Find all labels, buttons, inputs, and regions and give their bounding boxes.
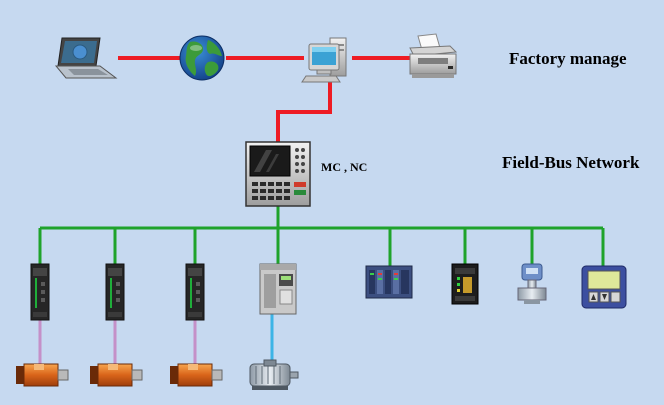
- field-bus-network-label: Field-Bus Network: [502, 153, 640, 172]
- controller-uplink: [276, 78, 332, 144]
- factory-manage-label: Factory manage: [509, 49, 627, 68]
- induction-motor-icon: [249, 359, 299, 390]
- laptop-icon: [54, 37, 118, 79]
- motor-cables: [38, 314, 274, 366]
- frequency-inverter-icon: [259, 263, 297, 315]
- fieldbus-links: [38, 206, 605, 266]
- controller-label: MC , NC: [321, 160, 368, 174]
- servo-drive-icon: [185, 263, 205, 321]
- servo-drive-icon: [105, 263, 125, 321]
- factory-network-links: [118, 56, 410, 144]
- printer-icon: [409, 33, 458, 78]
- plc-rack-icon: [365, 265, 413, 299]
- hmi-controller-icon: [245, 141, 311, 207]
- desktop-computer-icon: [301, 37, 347, 83]
- flow-transmitter-icon: [517, 263, 547, 304]
- servo-motor-icon: [90, 363, 143, 387]
- io-module-icon: [451, 263, 479, 305]
- operator-panel-icon: [581, 265, 627, 309]
- servo-motor-icon: [170, 363, 223, 387]
- servo-drive-icon: [30, 263, 50, 321]
- servo-motor-icon: [16, 363, 69, 387]
- globe-icon: [179, 35, 225, 81]
